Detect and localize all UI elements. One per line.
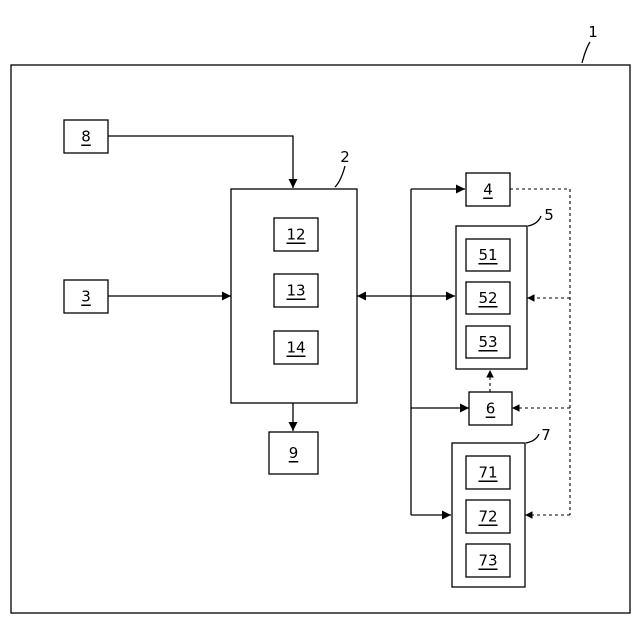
sub-block-51-label: 51: [478, 246, 497, 264]
sub-block-72-label: 72: [478, 508, 497, 526]
ref-label-7: 7: [541, 426, 551, 444]
block-4-label: 4: [483, 181, 493, 199]
sub-block-52-label: 52: [478, 289, 497, 307]
sub-block-73-label: 73: [478, 552, 497, 570]
block-3-label: 3: [81, 288, 91, 306]
sub-block-13-label: 13: [286, 282, 305, 300]
sub-block-12-label: 12: [286, 226, 305, 244]
sub-block-14-label: 14: [286, 339, 305, 357]
ref-label-5: 5: [544, 206, 554, 224]
sub-block-71-label: 71: [478, 464, 497, 482]
block-6-label: 6: [486, 400, 496, 418]
leader-line-1: [582, 42, 590, 63]
block-9-label: 9: [289, 444, 299, 462]
ref-label-1: 1: [588, 23, 598, 41]
sub-block-53-label: 53: [478, 333, 497, 351]
ref-label-2: 2: [340, 148, 350, 166]
block-8-label: 8: [81, 128, 91, 146]
